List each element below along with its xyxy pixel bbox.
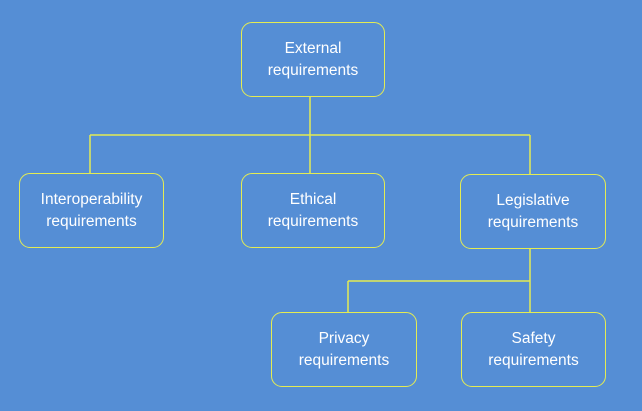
- node-label-line1: Ethical: [289, 190, 337, 208]
- node-label-line2: requirements: [267, 61, 359, 79]
- node-legislative-requirements: Legislative requirements: [460, 174, 606, 249]
- node-label-line1: Safety: [511, 329, 556, 347]
- node-label-line1: Interoperability: [40, 190, 143, 208]
- node-label-line2: requirements: [46, 212, 137, 230]
- node-safety-requirements: Safety requirements: [461, 312, 606, 387]
- node-interoperability-requirements: Interoperability requirements: [19, 173, 164, 248]
- node-label-line1: Legislative: [496, 191, 570, 209]
- node-label-line1: External: [284, 39, 342, 57]
- node-label-line2: requirements: [488, 351, 579, 369]
- node-label-line2: requirements: [298, 351, 390, 369]
- node-privacy-requirements: Privacy requirements: [271, 312, 417, 387]
- node-ethical-requirements: Ethical requirements: [241, 173, 385, 248]
- node-external-requirements: External requirements: [241, 22, 385, 97]
- node-label-line2: requirements: [267, 212, 359, 230]
- node-label-line2: requirements: [487, 213, 579, 231]
- node-label-line1: Privacy: [318, 329, 370, 347]
